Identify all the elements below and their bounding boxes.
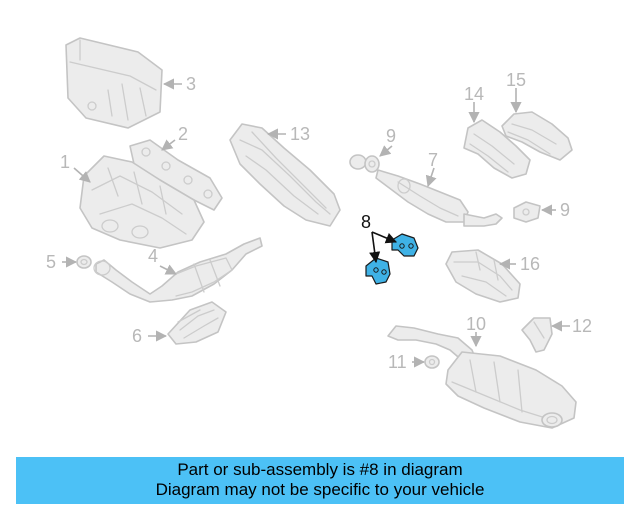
leader-9-upper — [379, 145, 393, 157]
part-6-lower-heat-shield[interactable] — [167, 301, 227, 345]
part-10-rear-muffler[interactable] — [387, 325, 577, 429]
leader-2 — [161, 139, 176, 151]
part-13-heat-shield[interactable] — [229, 123, 341, 227]
callout-2: 2 — [178, 124, 188, 144]
banner-line-2: Diagram may not be specific to your vehi… — [155, 480, 485, 499]
banner-line-1: Part or sub-assembly is #8 in diagram — [177, 460, 463, 479]
callout-6: 6 — [132, 326, 142, 346]
callout-11: 11 — [388, 352, 407, 372]
part-11-clamp[interactable] — [424, 355, 440, 369]
leader-7 — [425, 167, 437, 188]
part-3-heat-shield[interactable] — [65, 37, 163, 129]
callout-16: 16 — [520, 254, 540, 274]
part-4-front-pipe-catalyst[interactable] — [93, 237, 263, 303]
part-14-heat-shield[interactable] — [463, 119, 531, 179]
info-banner: Part or sub-assembly is #8 in diagram Di… — [16, 457, 624, 504]
exhaust-parts-diagram: 1 2 3 4 5 6 7 8 9 9 10 11 12 13 14 15 16 — [46, 37, 592, 429]
part-8-exhaust-hanger-lower[interactable] — [365, 257, 391, 285]
callout-4: 4 — [148, 246, 158, 266]
callout-1: 1 — [60, 152, 70, 172]
callout-13: 13 — [290, 124, 310, 144]
callout-14: 14 — [464, 84, 484, 104]
callout-3: 3 — [186, 74, 196, 94]
leader-lines — [62, 78, 570, 368]
leader-8 — [371, 231, 398, 244]
callout-15: 15 — [506, 70, 526, 90]
part-9-clamp-upper[interactable] — [349, 154, 380, 173]
leader-1 — [73, 167, 91, 183]
leader-4 — [159, 264, 178, 275]
part-15-heat-shield[interactable] — [501, 111, 573, 161]
part-7-center-pipe[interactable] — [375, 169, 503, 227]
part-12-bracket[interactable] — [521, 317, 553, 353]
part-1-exhaust-manifold[interactable] — [79, 155, 205, 249]
callout-7: 7 — [428, 150, 438, 170]
leader-8-lower — [369, 231, 381, 264]
part-8-exhaust-hanger-upper[interactable] — [391, 233, 419, 257]
part-9-hanger-right[interactable] — [513, 201, 541, 223]
callout-numbers: 1 2 3 4 5 6 7 8 9 9 10 11 12 13 14 15 16 — [46, 70, 592, 372]
callout-10: 10 — [466, 314, 486, 334]
callout-5: 5 — [46, 252, 56, 272]
callout-8: 8 — [361, 212, 371, 232]
callout-12: 12 — [572, 316, 592, 336]
callout-9-upper: 9 — [386, 126, 396, 146]
part-16-heat-shield[interactable] — [445, 249, 521, 303]
callout-9-right: 9 — [560, 200, 570, 220]
part-5-gasket[interactable] — [76, 255, 92, 269]
